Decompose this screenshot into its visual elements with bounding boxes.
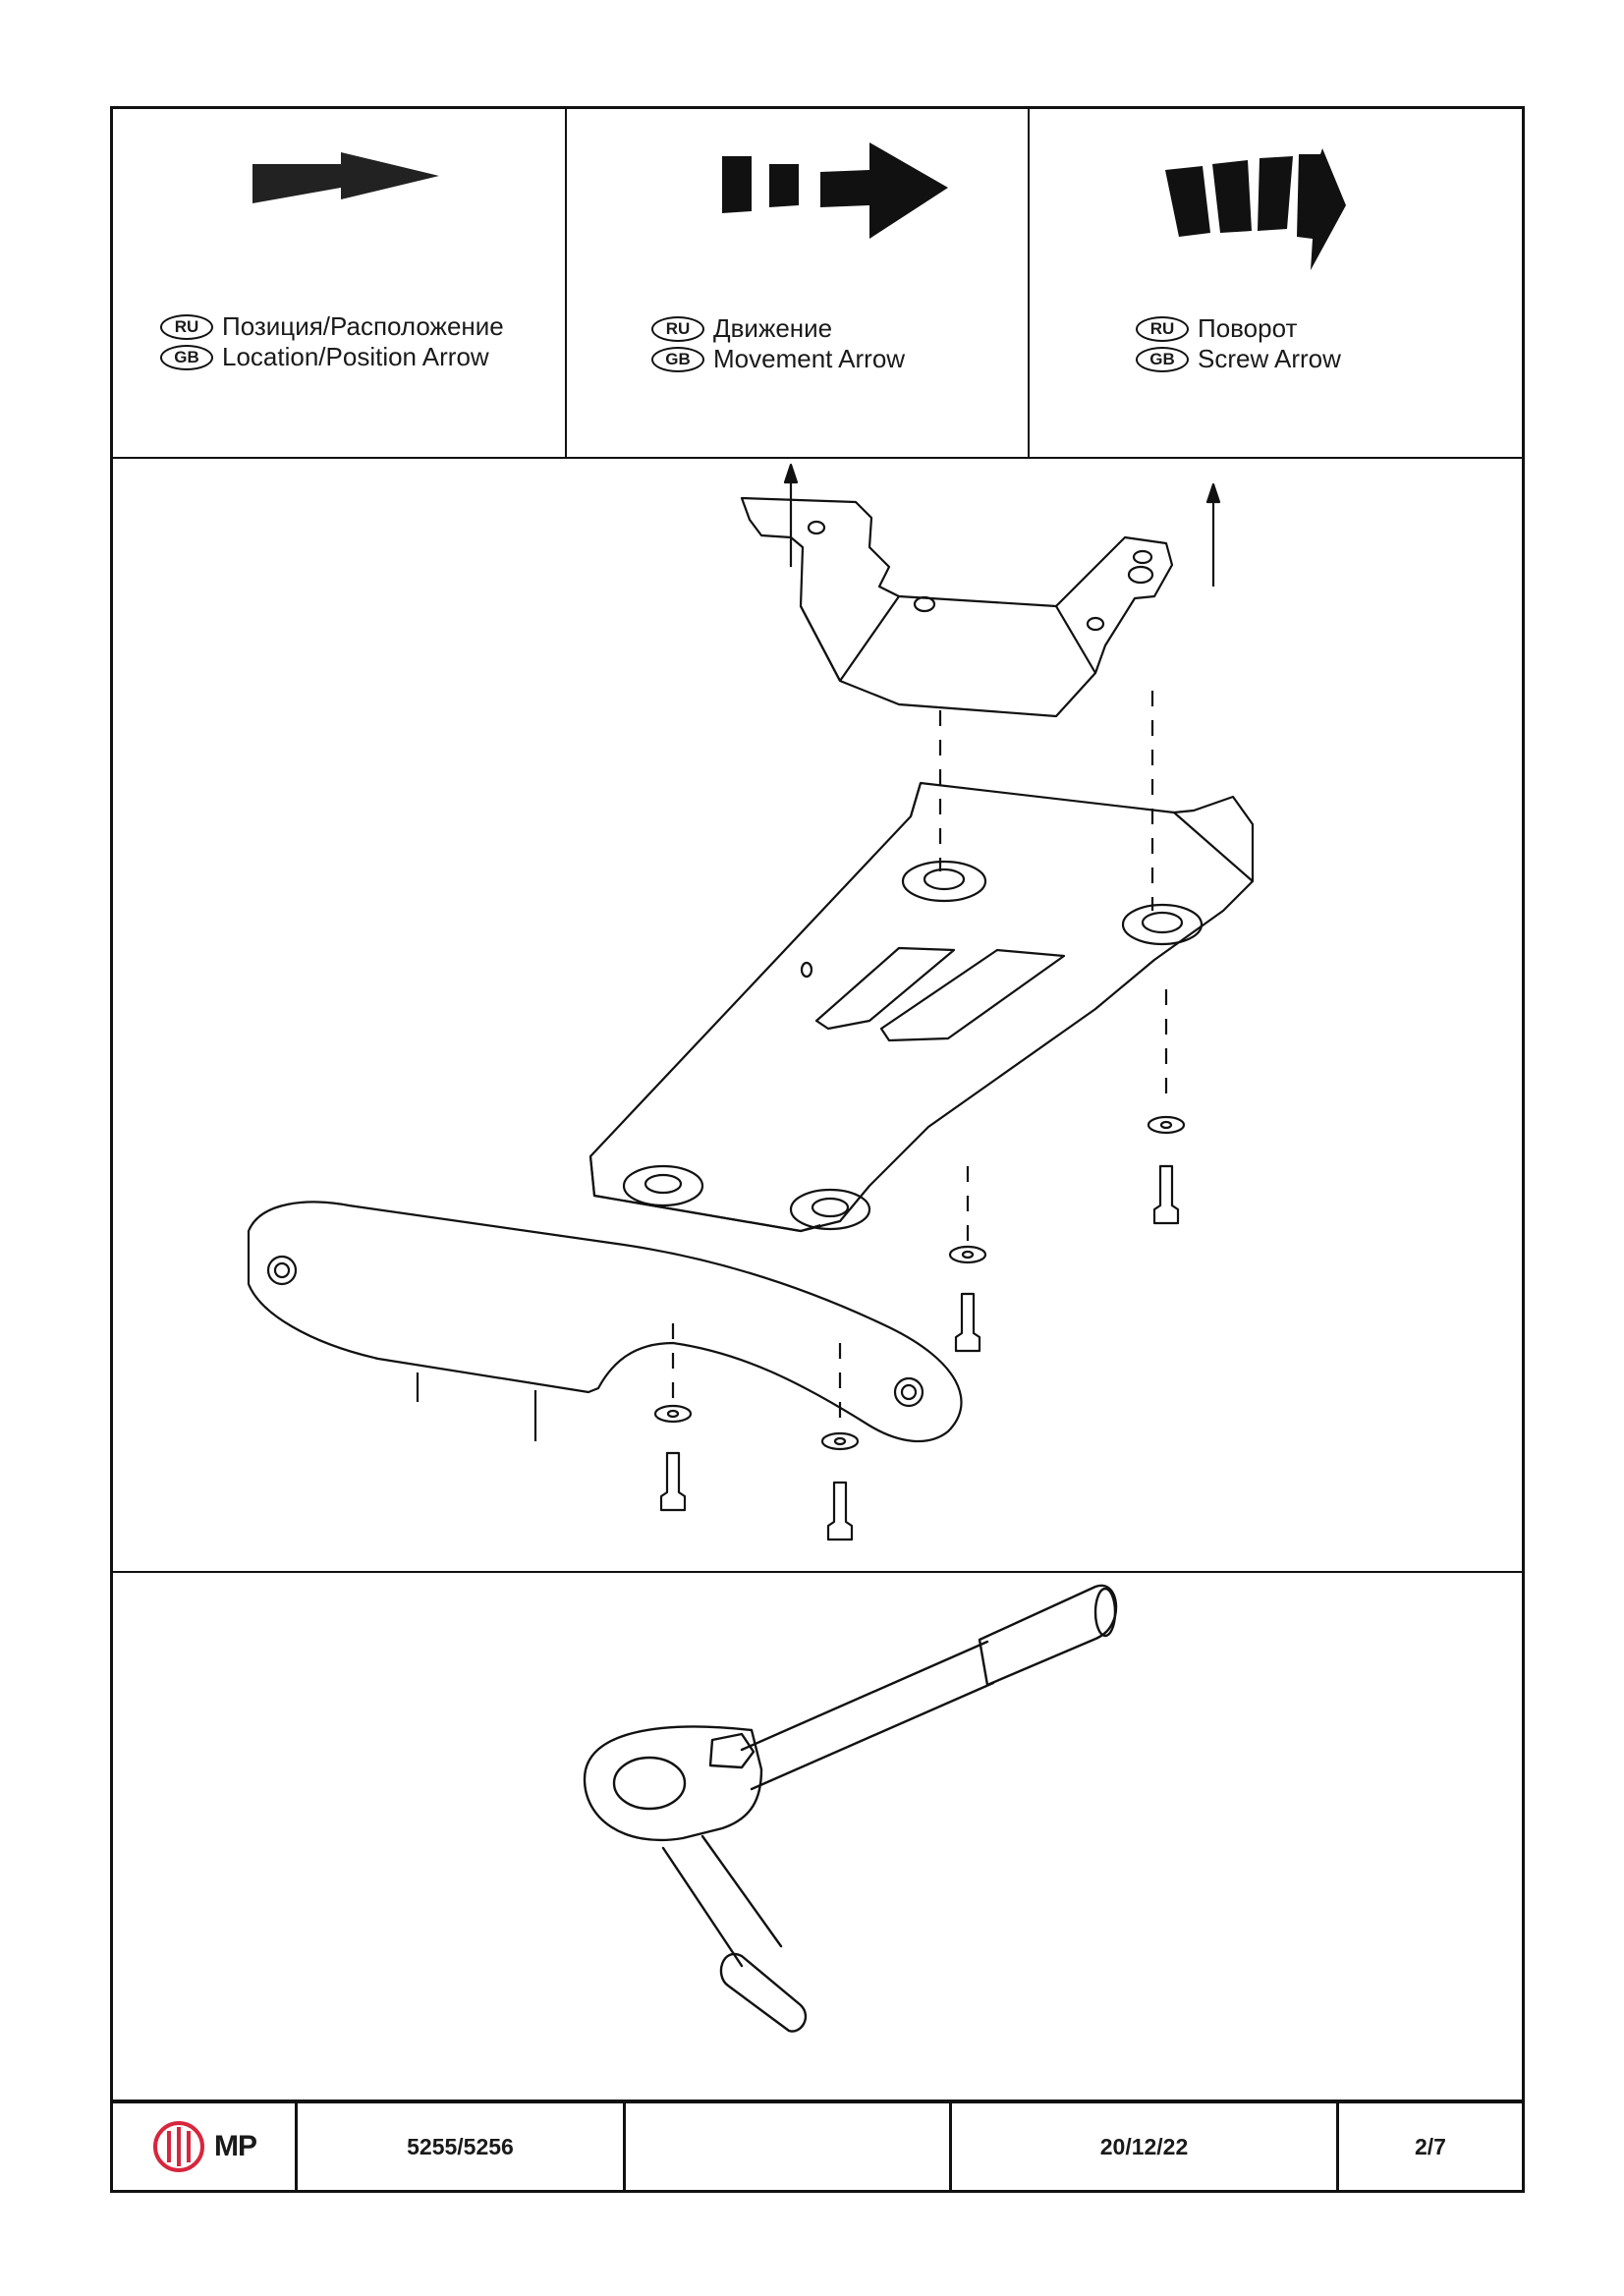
legend-ru-label: Поворот	[1198, 313, 1298, 343]
dashed-arrow-icon	[722, 142, 948, 239]
crossbar	[247, 1201, 963, 1443]
gb-badge: GB	[160, 344, 213, 370]
ratchet-wrench-icon	[583, 1584, 1118, 2033]
page-frame: RU Позиция/Расположение GB Location/Positi…	[110, 106, 1525, 2193]
arrow-legend: RU Позиция/Расположение GB Location/Positi…	[113, 109, 1522, 459]
assembly-diagram	[113, 459, 1522, 1573]
legend-text-location: RU Позиция/Расположение GB Location/Positi…	[160, 311, 504, 372]
legend-ru-label: Движение	[713, 313, 833, 343]
legend-text-screw: RU Поворот GB Screw Arrow	[1136, 313, 1341, 374]
legend-gb-label: Location/Position Arrow	[222, 342, 489, 371]
page-number: 2/7	[1415, 2133, 1446, 2159]
gb-badge: GB	[651, 346, 704, 372]
legend-ru-label: Позиция/Расположение	[222, 311, 504, 341]
title-block: MP 5255/5256 20/12/22 2/7	[113, 2100, 1522, 2190]
logo-text: MP	[214, 2130, 257, 2162]
legend-cell-movement: RU Движение GB Movement Arrow	[567, 109, 1030, 457]
legend-text-movement: RU Движение GB Movement Arrow	[651, 313, 905, 374]
logo-cell: MP	[113, 2103, 298, 2190]
ru-badge: RU	[160, 313, 213, 340]
alignment-lines	[671, 691, 1168, 1431]
solid-arrow-icon	[252, 152, 439, 203]
tool-illustration	[113, 1573, 1522, 2100]
blank-cell	[626, 2103, 952, 2190]
fasteners	[653, 1115, 1186, 1541]
ru-badge: RU	[651, 315, 704, 342]
gb-badge: GB	[1136, 346, 1189, 372]
skid-plate-assembly-drawing	[247, 463, 1255, 1541]
legend-cell-screw: RU Поворот GB Screw Arrow	[1030, 109, 1522, 457]
legend-gb-label: Movement Arrow	[713, 344, 906, 373]
curved-arrow-icon	[1165, 148, 1346, 270]
legend-gb-label: Screw Arrow	[1198, 344, 1341, 373]
ru-badge: RU	[1136, 315, 1189, 342]
upper-bracket	[740, 496, 1174, 718]
legend-cell-location: RU Позиция/Расположение GB Location/Positi…	[113, 109, 567, 457]
movement-arrow-icon	[783, 463, 1221, 587]
article-number: 5255/5256	[298, 2103, 626, 2190]
date-cell: 20/12/22	[952, 2103, 1339, 2190]
skid-plate	[588, 781, 1255, 1233]
company-logo-icon	[153, 2121, 204, 2172]
